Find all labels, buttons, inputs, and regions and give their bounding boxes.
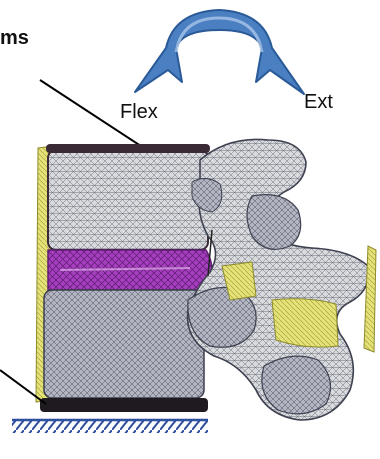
lower-vertebral-body xyxy=(40,290,208,412)
posterior-elements xyxy=(188,139,369,420)
top-partial-label: ms xyxy=(0,28,29,48)
supraspinous-ligament xyxy=(364,246,376,352)
flexion-extension-arrow xyxy=(135,10,304,94)
extension-label: Ext xyxy=(304,92,333,112)
upper-vertebral-body xyxy=(46,144,210,250)
flexion-label: Flex xyxy=(120,102,158,122)
posterior-ligament-lower xyxy=(272,299,338,347)
intervertebral-disc xyxy=(48,250,212,290)
fixed-ground xyxy=(12,420,208,433)
